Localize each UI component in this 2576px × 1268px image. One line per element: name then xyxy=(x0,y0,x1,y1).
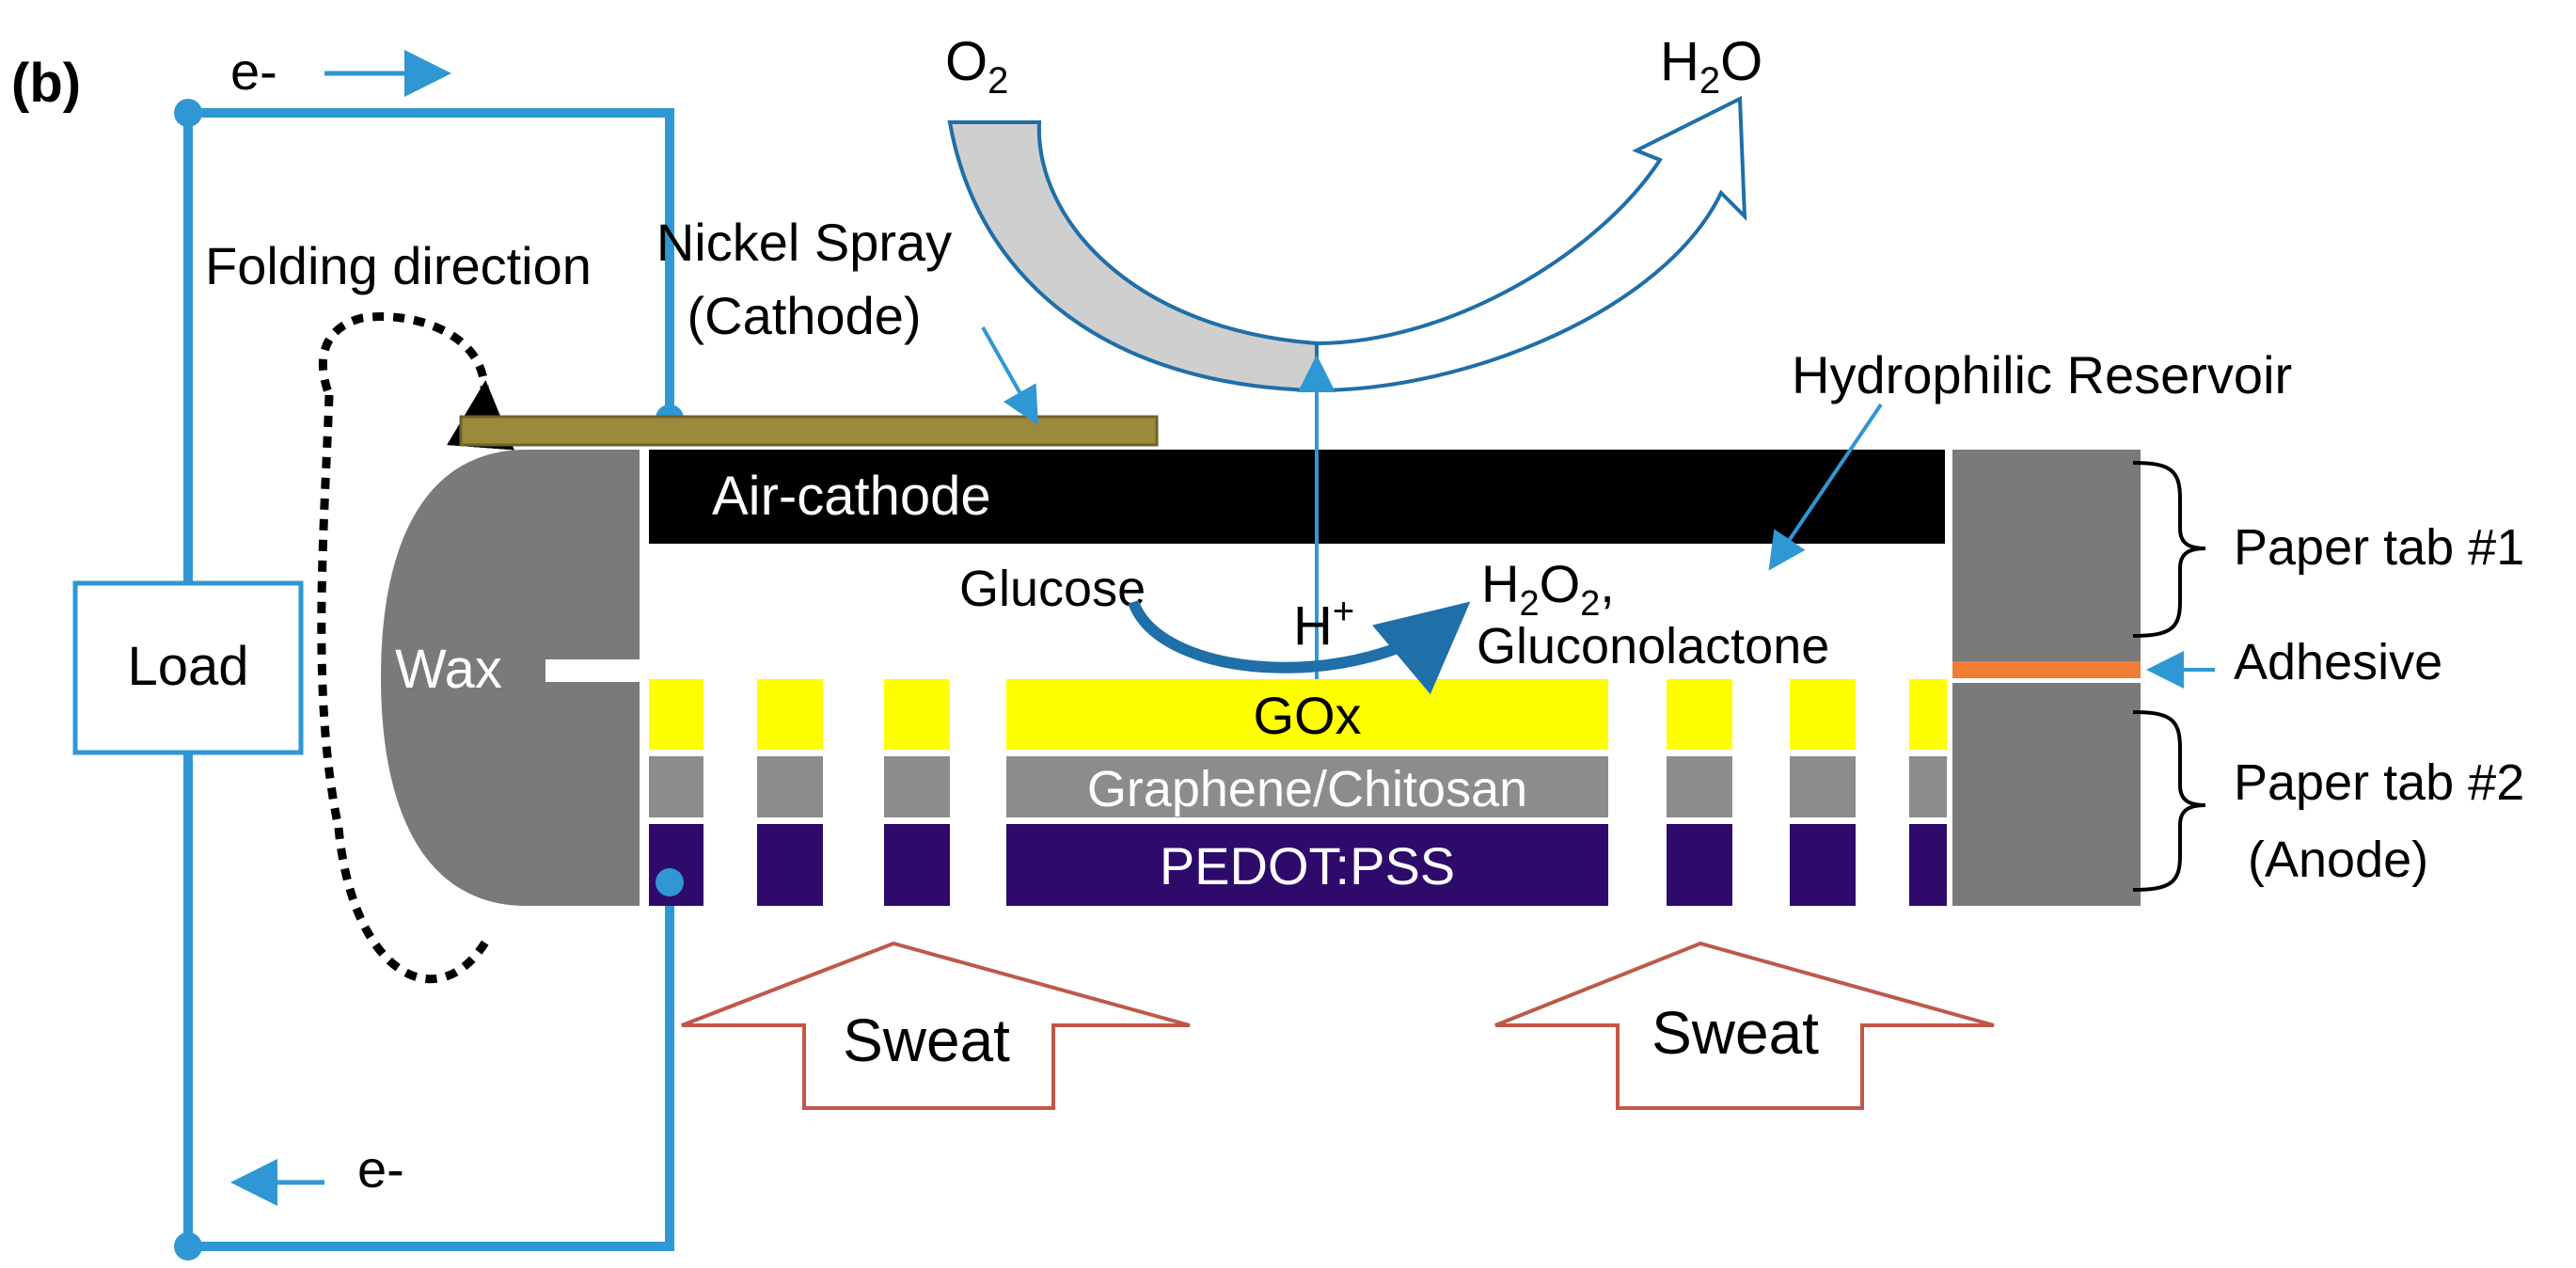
gox-segment xyxy=(1909,679,1947,750)
peroxide-sub-1: 2 xyxy=(1519,584,1539,624)
sweat-arrow-left xyxy=(681,941,1191,1110)
glucose-label: Glucose xyxy=(959,561,1146,617)
proton-label: H+ xyxy=(1293,591,1354,657)
circuit-wire-bottom xyxy=(188,882,674,1251)
nickel-spray-layer xyxy=(459,415,1159,447)
nickel-spray-label-1: Nickel Spray xyxy=(656,213,952,272)
graphene-segment xyxy=(1909,756,1947,817)
oxygen-base: O xyxy=(945,31,988,92)
paper-tab-2-bracket xyxy=(2132,710,2206,892)
wire-node-anode-cover xyxy=(656,868,684,896)
pedot-segment xyxy=(1667,824,1732,906)
paper-tab-1-bracket xyxy=(2132,461,2206,638)
proton-sup: + xyxy=(1333,591,1354,632)
electron-label-top: e- xyxy=(230,41,277,101)
pedot-segment xyxy=(1790,824,1856,906)
wire-node-bottom-left xyxy=(174,1232,202,1260)
water-base: H xyxy=(1660,31,1699,92)
wire-node-top-left xyxy=(174,99,202,127)
gox-label: GOx xyxy=(1253,686,1361,745)
folding-arrow-top xyxy=(318,312,514,451)
adhesive-label: Adhesive xyxy=(2234,634,2442,690)
paper-tab-2-block xyxy=(1952,683,2141,906)
gox-segment xyxy=(884,679,950,750)
water-label: H2O xyxy=(1660,31,1762,102)
peroxide-tail: , xyxy=(1600,554,1615,613)
paper-tab-1-block xyxy=(1952,450,2141,661)
wax-label: Wax xyxy=(395,639,502,700)
water-tail: O xyxy=(1720,31,1762,92)
gluconolactone-label: Gluconolactone xyxy=(1477,618,1829,674)
air-cathode-layer xyxy=(649,450,1945,544)
nickel-spray-pointer xyxy=(981,326,1038,425)
sweat-label-left: Sweat xyxy=(843,1006,1010,1074)
wax-region xyxy=(381,450,640,906)
hydrophilic-reservoir-pointer xyxy=(1768,403,1883,571)
graphene-segment xyxy=(884,756,950,817)
load-box xyxy=(72,580,304,755)
pedot-pss-layer xyxy=(649,824,1947,906)
gox-segment xyxy=(757,679,823,750)
graphene-segment xyxy=(649,756,703,817)
paper-tab-2-label-1: Paper tab #2 xyxy=(2234,754,2524,811)
gox-segment xyxy=(1667,679,1732,750)
pedot-pss-label: PEDOT:PSS xyxy=(1160,836,1455,896)
pedot-segment xyxy=(1909,824,1947,906)
graphene-chitosan-label: Graphene/Chitosan xyxy=(1087,761,1527,817)
hydrophilic-reservoir-label: Hydrophilic Reservoir xyxy=(1792,345,2292,404)
paper-tab-1-label: Paper tab #1 xyxy=(2234,519,2524,576)
folding-direction-label: Folding direction xyxy=(205,236,592,295)
graphene-chitosan-layer xyxy=(649,756,1947,817)
adhesive-layer xyxy=(1952,661,2141,678)
graphene-segment xyxy=(1790,756,1856,817)
oxygen-reduction-arrow-inflow xyxy=(947,120,1319,393)
gox-segment xyxy=(649,679,703,750)
gox-layer xyxy=(649,679,1947,750)
folding-arrow-bottom xyxy=(334,827,493,984)
electron-label-bottom: e- xyxy=(357,1139,404,1198)
peroxide-sub-2: 2 xyxy=(1580,584,1600,624)
oxygen-label: O2 xyxy=(945,31,1008,102)
peroxide-label: H2O2, xyxy=(1481,554,1615,624)
nickel-spray-label-2: (Cathode) xyxy=(687,286,921,345)
pedot-segment xyxy=(1006,824,1608,906)
proton-base: H xyxy=(1293,595,1333,657)
peroxide-mid: O xyxy=(1540,554,1581,613)
sweat-arrow-right xyxy=(1494,941,1995,1110)
wax-channel xyxy=(545,659,640,682)
gox-segment xyxy=(1006,679,1608,750)
paper-tab-2-label-2: (Anode) xyxy=(2248,832,2428,888)
glucose-oxidation-arrow xyxy=(1128,599,1471,695)
gox-segment xyxy=(1790,679,1856,750)
load-label: Load xyxy=(127,636,248,697)
circuit-wire-top xyxy=(188,108,674,419)
sweat-label-right: Sweat xyxy=(1651,999,1819,1067)
pedot-segment xyxy=(884,824,950,906)
graphene-segment xyxy=(1006,756,1608,817)
peroxide-base: H xyxy=(1481,554,1519,613)
water-sub: 2 xyxy=(1699,60,1720,102)
graphene-segment xyxy=(1667,756,1732,817)
pedot-segment xyxy=(757,824,823,906)
air-cathode-label: Air-cathode xyxy=(712,466,991,527)
panel-label: (b) xyxy=(11,53,81,114)
folding-arrow-body xyxy=(317,394,343,829)
oxygen-sub: 2 xyxy=(988,60,1008,102)
graphene-segment xyxy=(757,756,823,817)
